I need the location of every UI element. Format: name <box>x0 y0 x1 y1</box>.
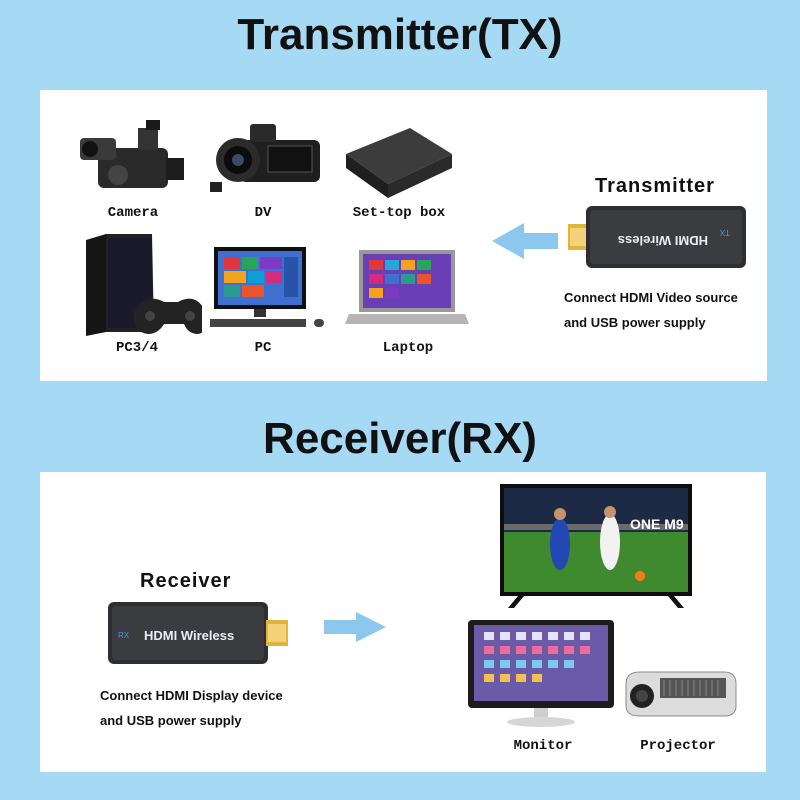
receiver-heading: Receiver(RX) <box>263 414 537 463</box>
output-label-projector: Projector <box>640 738 716 754</box>
source-label-pc: PC <box>254 340 272 356</box>
rx-note-line1: Connect HDMI Display device <box>100 688 283 703</box>
source-label-pc34: PC3/4 <box>115 340 158 356</box>
monitor-icon <box>468 620 614 727</box>
rx-dongle-label: HDMI Wireless <box>144 628 234 643</box>
laptop-icon <box>345 250 469 324</box>
tv-watermark: ONE M9 <box>630 516 684 532</box>
arrow-left-icon <box>492 223 558 259</box>
rx-dongle: RX HDMI Wireless <box>108 602 288 664</box>
transmitter-device-title: Transmitter <box>595 175 715 197</box>
receiver-panel: Receiver RX HDMI Wireless Connect HDMI D… <box>40 472 766 772</box>
tx-dongle-label: HDMI Wireless <box>618 233 708 248</box>
source-label-dv: DV <box>254 205 272 221</box>
tx-dongle: HDMI Wireless TX <box>568 206 746 268</box>
tx-note-line1: Connect HDMI Video source <box>564 290 738 305</box>
tx-badge: TX <box>719 228 730 237</box>
set-top-box-icon <box>346 128 452 198</box>
desktop-pc-icon <box>210 247 324 327</box>
rx-badge: RX <box>118 631 130 640</box>
output-label-monitor: Monitor <box>513 738 573 754</box>
arrow-right-icon <box>324 612 386 642</box>
projector-icon <box>625 671 737 717</box>
game-console-icon <box>86 234 202 336</box>
source-label-laptop: Laptop <box>382 340 434 356</box>
transmitter-panel: Camera DV Set-top box PC3/4 <box>40 90 767 381</box>
rx-note-line2: and USB power supply <box>100 713 242 728</box>
tv-icon: ONE M9 <box>500 484 692 608</box>
receiver-device-title: Receiver <box>140 570 232 592</box>
tx-note-line2: and USB power supply <box>564 315 706 330</box>
source-label-camera: Camera <box>107 205 159 221</box>
transmitter-heading: Transmitter(TX) <box>237 10 563 59</box>
source-label-set-top-box: Set-top box <box>352 205 446 221</box>
camcorder-pro-icon <box>80 120 184 188</box>
handycam-icon <box>210 124 320 192</box>
